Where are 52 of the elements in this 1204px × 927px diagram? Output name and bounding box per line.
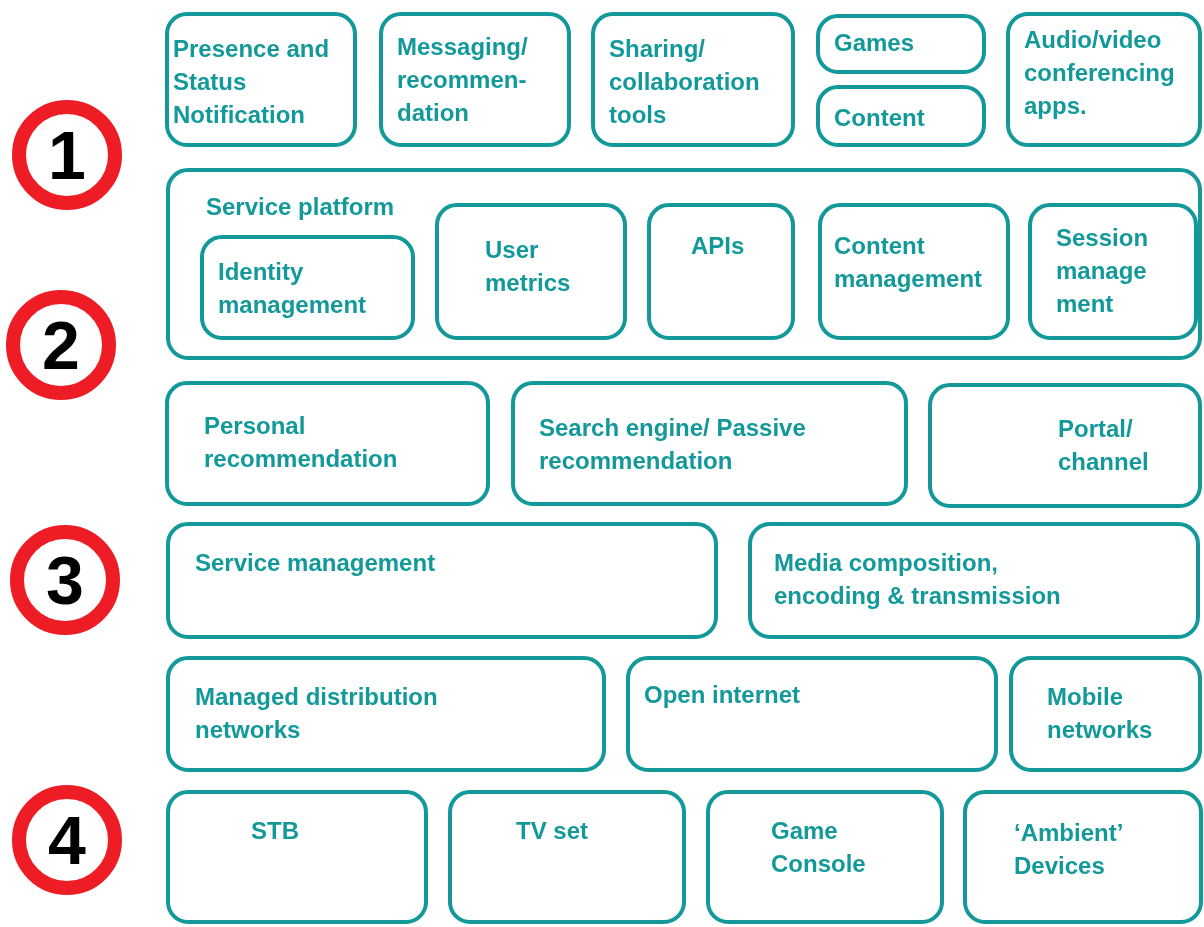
box-label: Personal recommendation — [204, 411, 399, 474]
box-label: Presence and Status Notification — [173, 34, 331, 130]
box-label: Game Console — [771, 816, 867, 879]
box-label: Content management — [834, 231, 984, 294]
layer-box — [166, 522, 718, 639]
layer-box — [200, 235, 415, 340]
box-label: Games — [834, 28, 915, 58]
box-label: Managed distribution networks — [195, 682, 439, 745]
layer-box — [166, 656, 606, 772]
layer-box — [448, 790, 686, 924]
layer-box — [1028, 203, 1198, 340]
layer-box — [963, 790, 1203, 924]
box-label: Search engine/ Passive recommendation — [539, 413, 807, 476]
box-label: Media composition, encoding & transmission — [774, 548, 1062, 611]
layer-box — [626, 656, 998, 772]
box-label: TV set — [516, 816, 589, 846]
layer-number: 1 — [48, 121, 86, 189]
box-label: Messaging/ recommen- dation — [397, 32, 529, 128]
layer-box — [511, 381, 908, 506]
box-label: STB — [251, 816, 299, 846]
layer-number: 2 — [42, 311, 80, 379]
box-label: Session manage ment — [1056, 223, 1150, 319]
panel-heading: Service platform — [206, 192, 395, 222]
layer-number: 4 — [48, 806, 86, 874]
box-label: Portal/ channel — [1058, 414, 1150, 477]
box-label: User metrics — [485, 235, 572, 298]
box-label: APIs — [691, 231, 745, 261]
layer-box — [818, 203, 1010, 340]
box-label: Identity management — [218, 257, 368, 320]
layer-box — [379, 12, 571, 147]
layer-box — [165, 381, 490, 506]
layer-number: 3 — [46, 546, 84, 614]
layer-box — [816, 85, 986, 147]
box-label: Mobile networks — [1047, 682, 1154, 745]
layer-box — [647, 203, 795, 340]
box-label: ‘Ambient’ Devices — [1014, 818, 1123, 881]
layer-box — [706, 790, 944, 924]
box-label: Audio/video conferencing apps. — [1024, 25, 1176, 121]
box-label: Open internet — [644, 680, 800, 710]
layer-box — [165, 12, 357, 147]
layer-box — [928, 383, 1202, 508]
box-label: Content — [834, 103, 925, 133]
box-label: Service management — [195, 548, 436, 578]
layer-box — [1006, 12, 1202, 147]
layer-box — [166, 790, 428, 924]
layer-box — [435, 203, 627, 340]
layer-box — [816, 14, 986, 74]
layer-box — [748, 522, 1200, 639]
box-label: Sharing/ collaboration tools — [609, 34, 761, 130]
platform-panel — [166, 168, 1202, 360]
layer-box — [1009, 656, 1202, 772]
layer-box — [591, 12, 795, 147]
